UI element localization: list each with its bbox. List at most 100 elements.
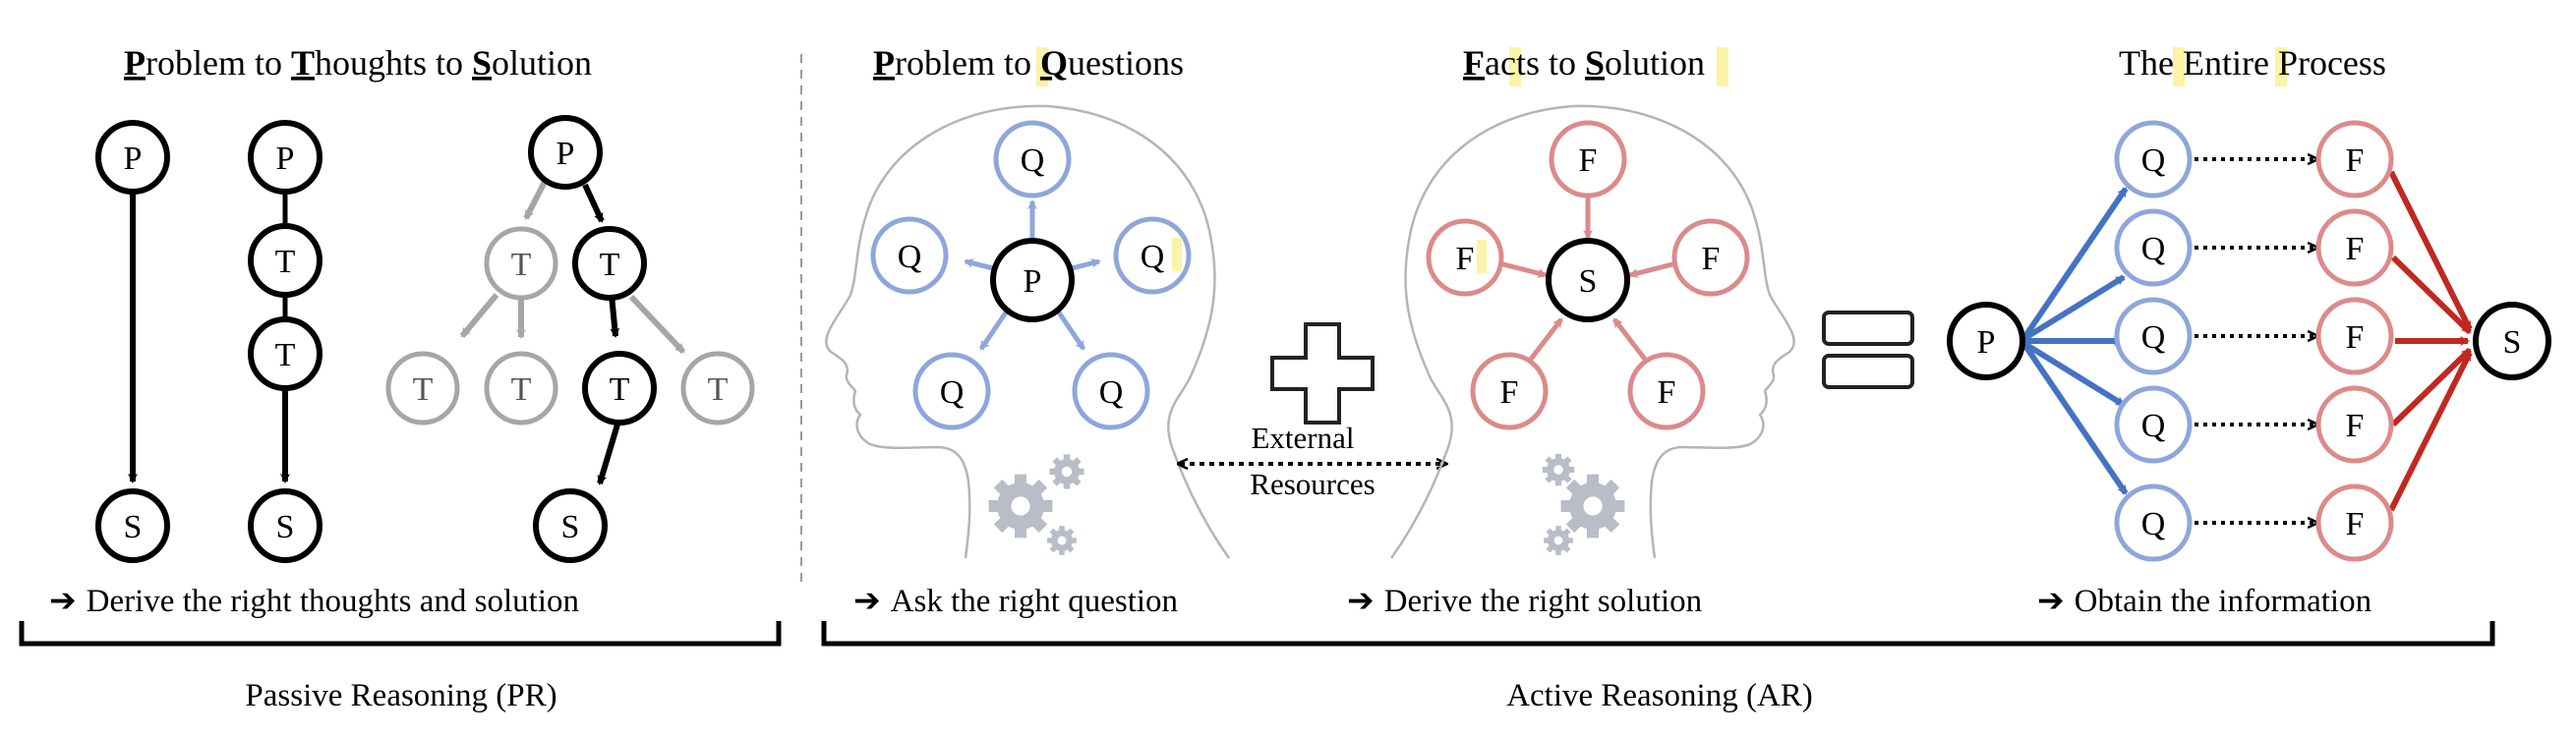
pts-title-p: P — [124, 43, 146, 83]
node-s — [2473, 302, 2551, 380]
highlight-mark — [1036, 47, 1048, 86]
fs-title: Facts to Solution — [1463, 43, 1705, 83]
edge-p-to-q — [2020, 341, 2129, 495]
node-s — [95, 488, 170, 563]
highlight-mark — [2275, 47, 2287, 86]
node-f — [2315, 385, 2394, 464]
entire-title-b: Entire — [2183, 43, 2269, 83]
node-q — [912, 352, 991, 430]
edge-tree-gray — [628, 294, 686, 355]
node-f — [1470, 352, 1549, 430]
node-t-gray — [385, 351, 460, 425]
caption-derive-solution: ➔ Derive the right solution — [1347, 581, 1702, 619]
node-t-label: T — [511, 371, 532, 408]
node-f-label: F — [1500, 374, 1519, 411]
node-f — [2315, 297, 2394, 375]
node-t — [248, 316, 322, 391]
node-q-label: Q — [2141, 319, 2166, 356]
node-t-gray — [484, 226, 558, 301]
node-q — [2114, 385, 2193, 464]
node-s — [248, 488, 322, 563]
edge-f-to-s — [2390, 347, 2473, 427]
node-p — [1947, 302, 2025, 380]
node-t-gray — [484, 351, 558, 425]
edge-f-to-s — [2390, 255, 2473, 335]
caption-ask-question: ➔ Ask the right question — [853, 581, 1178, 619]
node-p-label: P — [1977, 324, 1996, 361]
edge-f-to-s — [2388, 351, 2473, 512]
caption-obtain-text: Obtain the information — [2075, 584, 2371, 619]
brace-active — [821, 621, 2495, 647]
edge-tree-black — [609, 294, 620, 338]
fs-title-s: S — [1585, 43, 1605, 83]
node-p-label: P — [124, 141, 143, 177]
highlight-mark — [1477, 240, 1487, 273]
arrow-right-icon: ➔ — [49, 581, 77, 619]
node-t-label: T — [511, 247, 532, 283]
head-silhouette-left — [825, 104, 1231, 559]
pts-title-s: S — [472, 43, 492, 83]
node-f — [2315, 120, 2394, 198]
pts-title-t-rest: houghts to — [315, 43, 472, 83]
fs-title-f: F — [1463, 43, 1485, 83]
edge-p-to-q — [2020, 187, 2129, 341]
fs-title-f-rest: acts to — [1485, 43, 1585, 83]
caption-derive-text: Derive the right solution — [1384, 584, 1703, 619]
node-s-label: S — [1579, 263, 1598, 300]
plus-icon — [1270, 322, 1375, 425]
pq-title-p-rest: roblem to — [895, 43, 1040, 83]
passive-reasoning-label: Passive Reasoning (PR) — [245, 678, 556, 713]
node-t-label: T — [600, 247, 620, 283]
node-q — [1113, 216, 1192, 295]
caption-ask-text: Ask the right question — [891, 584, 1178, 619]
pq-title-q-rest: uestions — [1068, 43, 1184, 83]
edge-tree-gray — [459, 293, 499, 338]
node-t — [582, 351, 657, 425]
node-q-label: Q — [2141, 408, 2166, 444]
caption-obtain-information: ➔Obtain the information — [2037, 581, 2371, 619]
gear-icon — [988, 474, 1053, 539]
gear-icon — [1049, 454, 1084, 489]
node-f-label: F — [1658, 374, 1676, 411]
node-f-label: F — [1456, 241, 1475, 277]
edge-f-to-s — [1527, 317, 1563, 364]
node-f — [1627, 352, 1706, 430]
edge-f-to-s — [1628, 260, 1677, 278]
node-t-label: T — [610, 371, 630, 408]
node-t-label: T — [708, 371, 729, 408]
node-f-label: F — [2346, 231, 2365, 267]
edge-tree-black — [582, 183, 605, 223]
node-q — [2114, 120, 2193, 198]
highlight-mark — [1172, 238, 1182, 271]
arrow-right-icon: ➔ — [853, 581, 881, 619]
active-reasoning-label: Active Reasoning (AR) — [1506, 678, 1813, 713]
equals-icon — [1822, 354, 1914, 389]
node-f-label: F — [1702, 241, 1721, 277]
highlight-mark — [1509, 47, 1521, 86]
node-f — [2315, 208, 2394, 287]
pts-title-s-rest: olution — [492, 43, 592, 83]
node-q-label: Q — [940, 374, 965, 411]
node-f — [2315, 483, 2394, 562]
node-q — [1072, 352, 1150, 430]
pq-title-p: P — [873, 43, 895, 83]
edge-f-to-s — [2388, 170, 2473, 331]
node-s-label: S — [2503, 324, 2522, 361]
caption-pr-text: Derive the right thoughts and solution — [87, 584, 579, 619]
arrow-right-icon: ➔ — [1347, 581, 1375, 619]
node-s-label: S — [124, 509, 143, 545]
node-t-label: T — [275, 337, 296, 373]
node-q-label: Q — [1099, 374, 1124, 411]
node-s — [533, 488, 608, 563]
node-f — [1671, 218, 1750, 297]
brace-passive — [19, 621, 782, 647]
head-silhouette-right — [1389, 104, 1795, 559]
node-f-label: F — [1579, 142, 1598, 179]
node-t — [248, 223, 322, 298]
node-p — [248, 120, 322, 195]
pq-title: Problem to Questions — [873, 43, 1184, 83]
node-q-label: Q — [898, 239, 922, 275]
node-p-label: P — [276, 141, 295, 177]
node-q — [2114, 297, 2193, 375]
